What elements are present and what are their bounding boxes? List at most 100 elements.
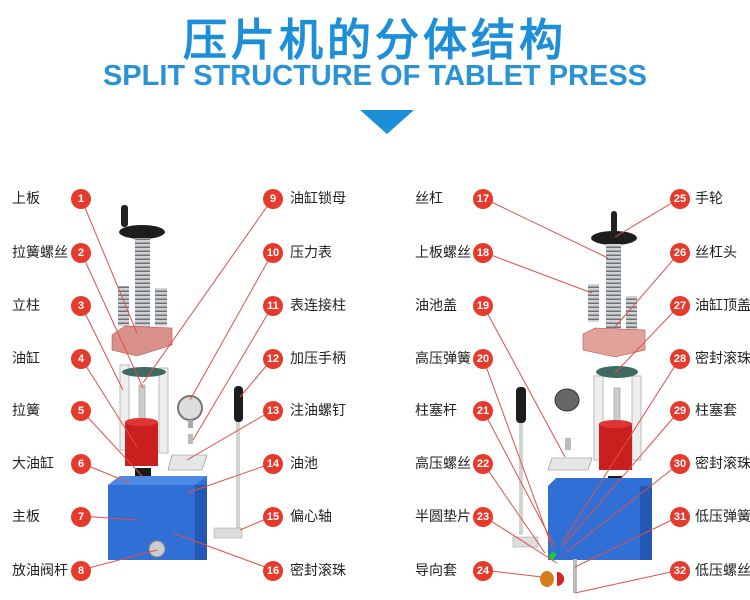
part-label: 拉簧螺丝 — [12, 245, 68, 261]
part-label: 高压螺丝 — [415, 456, 471, 472]
leader-line-11 — [192, 304, 274, 441]
part-label: 柱塞杆 — [415, 403, 457, 419]
part-label: 油缸锁母 — [290, 191, 346, 207]
press-handle-grip — [234, 386, 243, 422]
part-number-badge: 10 — [263, 243, 283, 263]
press-handle-rod — [236, 400, 240, 530]
leader-line-9 — [142, 197, 274, 384]
part-number-badge: 19 — [473, 296, 493, 316]
down-arrow-icon — [360, 110, 414, 134]
part-label: 大油缸 — [12, 456, 54, 472]
release-valve — [148, 540, 166, 558]
leader-line-29 — [561, 409, 681, 548]
leader-line-1 — [80, 197, 138, 334]
oil-tank-plate — [167, 454, 208, 471]
part-label: 低压螺丝 — [695, 563, 750, 579]
part-label: 手轮 — [695, 191, 723, 207]
leader-line-28 — [561, 357, 681, 544]
main-block — [108, 476, 207, 560]
part-label: 加压手柄 — [290, 351, 346, 367]
part-label: 丝杠头 — [695, 245, 737, 261]
part-number-badge: 3 — [71, 296, 91, 316]
part-number-badge: 26 — [670, 243, 690, 263]
part-number-badge: 22 — [473, 454, 493, 474]
leader-line-25 — [614, 197, 681, 238]
part-label: 放油阀杆 — [12, 563, 68, 579]
leader-line-14 — [186, 462, 274, 494]
eccentric-shaft — [213, 527, 243, 539]
part-number-badge: 18 — [473, 243, 493, 263]
part-label: 压力表 — [290, 245, 332, 261]
leader-line-10 — [189, 251, 274, 401]
leader-line-13 — [186, 409, 274, 461]
oil-cylinder — [125, 422, 158, 466]
part-number-badge: 2 — [71, 243, 91, 263]
bolt-right — [155, 288, 167, 326]
part-number-badge: 24 — [473, 561, 493, 581]
top-plate — [111, 325, 173, 357]
part-number-badge: 14 — [263, 454, 283, 474]
part-label: 导向套 — [415, 563, 457, 579]
leader-line-31 — [574, 515, 681, 568]
leader-line-17 — [482, 197, 609, 259]
part-number-badge: 7 — [71, 507, 91, 527]
part-label: 柱塞套 — [695, 403, 737, 419]
leader-lines — [80, 197, 681, 594]
leader-line-4 — [80, 357, 138, 448]
leader-line-26 — [614, 251, 681, 328]
page-subtitle: SPLIT STRUCTURE OF TABLET PRESS — [102, 60, 648, 92]
part-number-badge: 9 — [263, 189, 283, 209]
part-number-badge: 1 — [71, 189, 91, 209]
part-label: 主板 — [12, 509, 40, 525]
lead-screw — [135, 238, 150, 330]
bolt-left — [118, 286, 129, 326]
part-label: 表连接柱 — [290, 298, 346, 314]
leader-line-32 — [574, 569, 681, 594]
part-label: 高压弹簧 — [415, 351, 471, 367]
leader-line-19 — [482, 304, 566, 458]
leader-line-20 — [482, 357, 553, 548]
part-label: 油池 — [290, 456, 318, 472]
part-number-badge: 31 — [670, 507, 690, 527]
handwheel — [119, 225, 165, 239]
part-number-badge: 17 — [473, 189, 493, 209]
part-label: 立柱 — [12, 298, 40, 314]
part-number-badge: 13 — [263, 401, 283, 421]
piston-rod — [138, 384, 146, 424]
right-press-illustration — [512, 211, 652, 593]
part-label: 注油螺钉 — [290, 403, 346, 419]
part-number-badge: 21 — [473, 401, 493, 421]
pillar-right — [158, 367, 169, 454]
part-number-badge: 16 — [263, 561, 283, 581]
part-number-badge: 11 — [263, 296, 283, 316]
part-label: 油缸顶盖 — [695, 298, 750, 314]
pillar-left — [119, 364, 130, 451]
part-label: 半圆垫片 — [415, 509, 471, 525]
leader-line-16 — [172, 532, 274, 571]
leader-line-23 — [482, 515, 558, 564]
part-label: 油缸 — [12, 351, 40, 367]
part-label: 密封滚珠 — [695, 351, 750, 367]
part-number-badge: 20 — [473, 349, 493, 369]
part-number-badge: 6 — [71, 454, 91, 474]
part-label: 上板螺丝 — [415, 245, 471, 261]
part-label: 密封滚珠 — [695, 456, 750, 472]
page-title: 压片机的分体结构 — [183, 15, 567, 66]
part-number-badge: 29 — [670, 401, 690, 421]
part-label: 油池盖 — [415, 298, 457, 314]
handwheel-handle — [121, 205, 128, 227]
leader-line-3 — [80, 304, 124, 391]
part-label: 偏心轴 — [290, 509, 332, 525]
cylinder-cap — [122, 367, 166, 377]
part-number-badge: 5 — [71, 401, 91, 421]
leader-line-21 — [482, 409, 556, 548]
part-number-badge: 28 — [670, 349, 690, 369]
part-number-badge: 25 — [670, 189, 690, 209]
leader-line-8 — [80, 549, 158, 571]
leader-line-22 — [482, 462, 546, 554]
part-number-badge: 12 — [263, 349, 283, 369]
leader-line-5 — [80, 409, 144, 478]
part-number-badge: 4 — [71, 349, 91, 369]
part-label: 丝杠 — [415, 191, 443, 207]
